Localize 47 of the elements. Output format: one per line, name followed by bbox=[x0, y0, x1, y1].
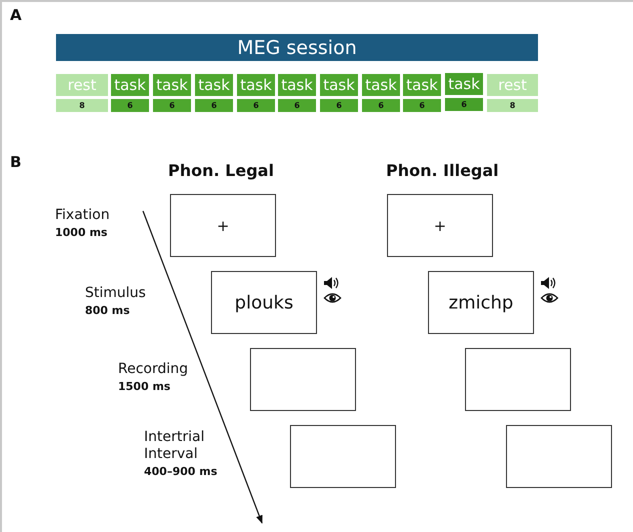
panel-letter: A bbox=[10, 6, 22, 24]
duration-cell: 6 bbox=[195, 99, 233, 112]
stimulus-text: plouks bbox=[234, 292, 294, 313]
duration-label: 400–900 ms bbox=[144, 465, 218, 478]
stimulus-text: zmichp bbox=[448, 292, 514, 313]
duration-cell: 6 bbox=[153, 99, 191, 112]
duration-cell: 8 bbox=[487, 99, 538, 112]
screen-frame bbox=[211, 271, 317, 334]
duration-cell: 6 bbox=[403, 99, 441, 112]
stimulus-text: + bbox=[434, 216, 446, 234]
screen-frame bbox=[387, 194, 493, 257]
screen-frame bbox=[428, 271, 534, 334]
block-label: rest bbox=[56, 74, 108, 96]
column-heading: Phon. Illegal bbox=[386, 161, 499, 180]
duration-cell: 6 bbox=[362, 99, 400, 112]
duration-cell: 8 bbox=[56, 99, 108, 112]
duration-cell: 6 bbox=[320, 99, 358, 112]
block-label: task bbox=[195, 74, 233, 96]
block-label: rest bbox=[487, 74, 538, 96]
screen-frame bbox=[465, 348, 571, 411]
block-label: task bbox=[111, 74, 149, 96]
phase-label: Intertrial Interval bbox=[144, 429, 206, 463]
duration-cell: 6 bbox=[445, 98, 483, 111]
block-label: task bbox=[237, 74, 275, 96]
duration-label: 800 ms bbox=[85, 304, 130, 317]
duration-cell: 6 bbox=[278, 99, 316, 112]
panel-letter: B bbox=[10, 153, 22, 171]
block-label: task bbox=[320, 74, 358, 96]
duration-label: 1000 ms bbox=[55, 226, 108, 239]
block-label: task bbox=[403, 74, 441, 96]
session-bar: MEG session bbox=[56, 34, 538, 61]
screen-frame bbox=[290, 425, 396, 488]
phase-label: Fixation bbox=[55, 207, 110, 223]
duration-cell: 6 bbox=[111, 99, 149, 112]
block-label: task bbox=[445, 73, 483, 95]
stimulus-text: + bbox=[216, 216, 230, 234]
screen-frame bbox=[170, 194, 276, 257]
phase-label: Recording bbox=[118, 361, 188, 377]
block-label: task bbox=[278, 74, 316, 96]
screen-frame bbox=[506, 425, 612, 488]
block-label: task bbox=[362, 74, 400, 96]
block-label: task bbox=[153, 74, 191, 96]
duration-label: 1500 ms bbox=[118, 380, 170, 393]
duration-cell: 6 bbox=[237, 99, 275, 112]
phase-label: Stimulus bbox=[85, 285, 146, 301]
screen-frame bbox=[250, 348, 356, 411]
column-heading: Phon. Legal bbox=[168, 161, 274, 180]
